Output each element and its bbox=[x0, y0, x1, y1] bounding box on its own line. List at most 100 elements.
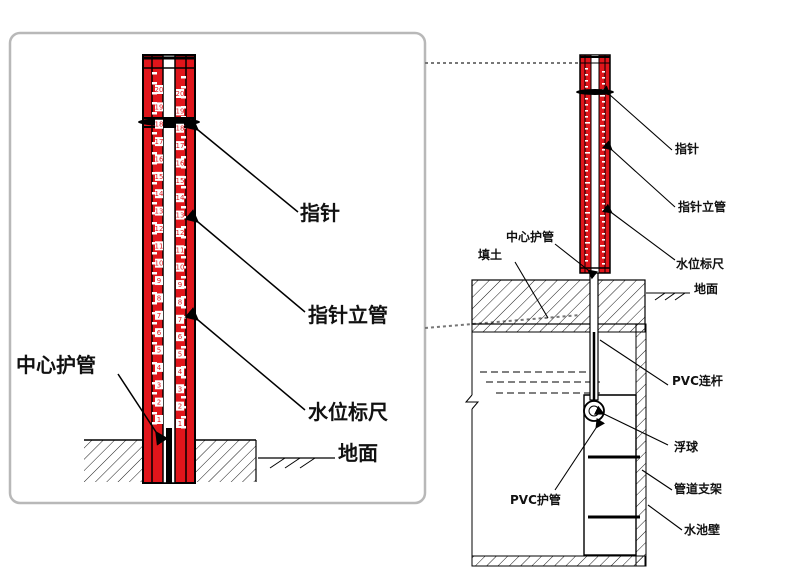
scale-tick bbox=[585, 110, 588, 112]
scale-tick bbox=[181, 76, 186, 79]
scale-tick bbox=[585, 86, 588, 88]
scale-digit-bg bbox=[155, 258, 163, 268]
scale-tick bbox=[152, 152, 157, 155]
scale-tick bbox=[602, 77, 605, 79]
scale-digit: 2 bbox=[157, 399, 161, 407]
scale-digit-bg bbox=[155, 241, 163, 251]
scale-tick bbox=[585, 128, 588, 130]
label-water-gauge: 水位标尺 bbox=[676, 256, 724, 271]
scale-digit: 16 bbox=[155, 155, 164, 163]
scale-tick bbox=[602, 251, 605, 253]
scale-tick bbox=[602, 131, 605, 133]
scale-tick bbox=[152, 222, 157, 225]
scale-digit-bg bbox=[176, 106, 184, 116]
scale-tick bbox=[152, 352, 157, 355]
scale-digit-bg bbox=[155, 276, 163, 286]
scale-digit: 8 bbox=[157, 294, 161, 302]
scale-tick bbox=[152, 342, 157, 345]
scale-digit-bg bbox=[155, 293, 163, 303]
scale-tick bbox=[181, 326, 186, 329]
pipe-support bbox=[588, 455, 640, 519]
scale-digit-bg bbox=[176, 227, 184, 237]
scale-digit: 5 bbox=[178, 351, 182, 359]
scale-tick bbox=[181, 186, 186, 189]
scale-digit: 10 bbox=[176, 264, 185, 272]
scale-digit: 15 bbox=[155, 173, 164, 181]
label-backfill: 填土 bbox=[478, 247, 502, 262]
scale-tick bbox=[152, 272, 157, 275]
scale-tick bbox=[181, 346, 186, 349]
scale-tick bbox=[585, 248, 588, 250]
scale-tick bbox=[181, 376, 186, 379]
zoom-panel-frame bbox=[8, 31, 427, 505]
scale-digit-bg bbox=[155, 154, 163, 164]
scale-digit: 15 bbox=[176, 177, 185, 185]
main-pointer-band bbox=[576, 89, 614, 95]
scale-tick bbox=[585, 140, 588, 142]
scale-tick bbox=[602, 221, 605, 223]
scale-tick bbox=[585, 104, 588, 106]
scale-digit: 13 bbox=[155, 208, 164, 216]
scale-digit: 6 bbox=[178, 333, 183, 341]
scale-tick bbox=[585, 218, 588, 220]
scale-tick bbox=[585, 224, 588, 226]
scale-tick bbox=[152, 162, 157, 165]
scale-digit: 20 bbox=[176, 90, 185, 98]
scale-digit: 14 bbox=[176, 194, 185, 202]
scale-digit: 12 bbox=[155, 225, 164, 233]
scale-digit-bg bbox=[176, 384, 184, 394]
scale-tick bbox=[602, 83, 605, 85]
scale-digit: 11 bbox=[176, 246, 185, 254]
scale-tick bbox=[181, 206, 186, 209]
ground-block bbox=[471, 279, 690, 325]
scale-tick bbox=[600, 155, 605, 157]
scale-digit-bg bbox=[155, 137, 163, 147]
scale-tick bbox=[602, 227, 605, 229]
scale-tick bbox=[152, 82, 157, 85]
scale-digit: 10 bbox=[155, 260, 164, 268]
scale-digit-bg bbox=[176, 314, 184, 324]
zoom-leaders bbox=[117, 117, 306, 446]
scale-digit: 17 bbox=[176, 142, 185, 150]
scale-tick bbox=[602, 209, 605, 211]
scale-digit: 5 bbox=[157, 347, 161, 355]
label-pvc-casing: PVC护管 bbox=[510, 492, 561, 507]
scale-tick bbox=[602, 239, 605, 241]
scale-tick bbox=[585, 158, 588, 160]
scale-tick bbox=[602, 203, 605, 205]
scale-tick bbox=[585, 134, 588, 136]
scale-tick bbox=[181, 276, 186, 279]
scale-tick bbox=[602, 167, 605, 169]
scale-digit: 9 bbox=[157, 277, 161, 285]
scale-digit: 4 bbox=[157, 364, 162, 372]
scale-tick bbox=[585, 80, 588, 82]
main-gauge-column bbox=[576, 54, 614, 274]
label-pointer-tube: 指针立管 bbox=[678, 199, 726, 214]
scale-tick bbox=[585, 200, 588, 202]
scale-tick bbox=[602, 233, 605, 235]
scale-digit-bg bbox=[176, 193, 184, 203]
scale-tick bbox=[152, 182, 157, 185]
scale-digit-bg bbox=[155, 171, 163, 181]
scale-tick bbox=[152, 252, 157, 255]
scale-tick bbox=[600, 95, 605, 97]
scale-tick bbox=[152, 282, 157, 285]
scale-tick bbox=[602, 113, 605, 115]
scale-tick bbox=[585, 98, 588, 100]
scale-tick bbox=[585, 176, 588, 178]
scale-tick bbox=[600, 215, 605, 217]
main-drawing: 指针 指针立管 中心护管 填土 水位标尺 地面 PVC连杆 浮球 PVC护管 管… bbox=[464, 54, 726, 567]
scale-tick bbox=[585, 182, 590, 184]
zoom-label-pointer: 指针 bbox=[300, 201, 340, 225]
scale-digit-bg bbox=[176, 297, 184, 307]
scale-tick bbox=[602, 101, 605, 103]
scale-tick bbox=[181, 306, 186, 309]
scale-tick bbox=[585, 212, 590, 214]
scale-tick bbox=[152, 402, 157, 405]
scale-tick bbox=[181, 156, 186, 159]
scale-digit-bg bbox=[155, 102, 163, 112]
scale-tick bbox=[181, 256, 186, 259]
zoom-label-center-casing: 中心护管 bbox=[16, 353, 96, 377]
